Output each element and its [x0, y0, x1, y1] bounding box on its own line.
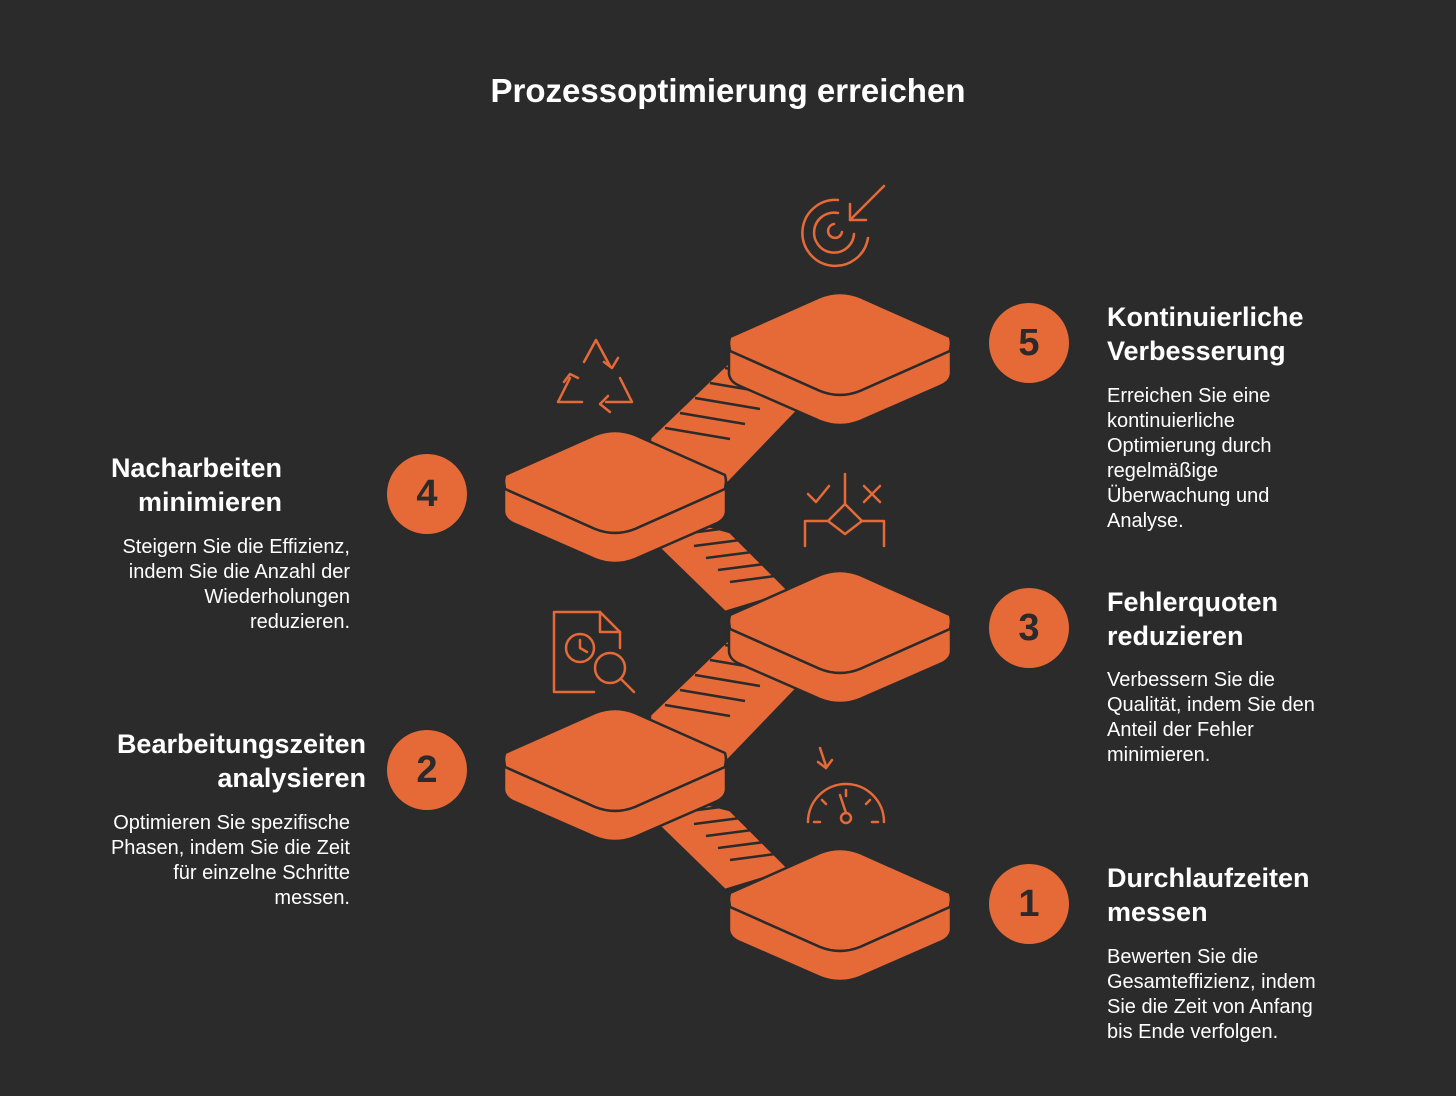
step-1-description: Bewerten Sie die Gesamteffizienz, indem … [1107, 946, 1316, 1043]
step-2-description: Optimieren Sie spezifische Phasen, indem… [110, 812, 350, 909]
time-analysis-icon [552, 610, 636, 694]
step-5-description: Erreichen Sie eine kontinuierliche Optim… [1107, 385, 1272, 532]
step-4-heading: Nacharbeiten minimieren [110, 453, 282, 517]
recycle-icon [556, 338, 634, 414]
step-3-description: Verbessern Sie die Qualität, indem Sie d… [1107, 669, 1315, 766]
step-3-number-badge: 3 [989, 588, 1069, 668]
step-2-heading: Bearbeitungszeiten analysieren [116, 729, 366, 793]
step-2-number-badge: 2 [387, 730, 467, 810]
step-4-description: Steigern Sie die Effizienz, indem Sie di… [122, 536, 350, 633]
step-5-number-badge: 5 [989, 303, 1069, 383]
step-1-heading: Durchlaufzeiten messen [1107, 863, 1310, 927]
step-3-heading: Fehlerquoten reduzieren [1107, 587, 1279, 651]
target-icon [801, 184, 886, 268]
decision-check-icon [803, 472, 886, 548]
page-title: Prozessoptimierung erreichen [490, 72, 966, 109]
step-4-number-badge: 4 [387, 454, 467, 534]
step-5-heading: Kontinuierliche Verbesserung [1107, 302, 1304, 366]
step-1-number-badge: 1 [989, 864, 1069, 944]
speedometer-icon [806, 746, 886, 825]
